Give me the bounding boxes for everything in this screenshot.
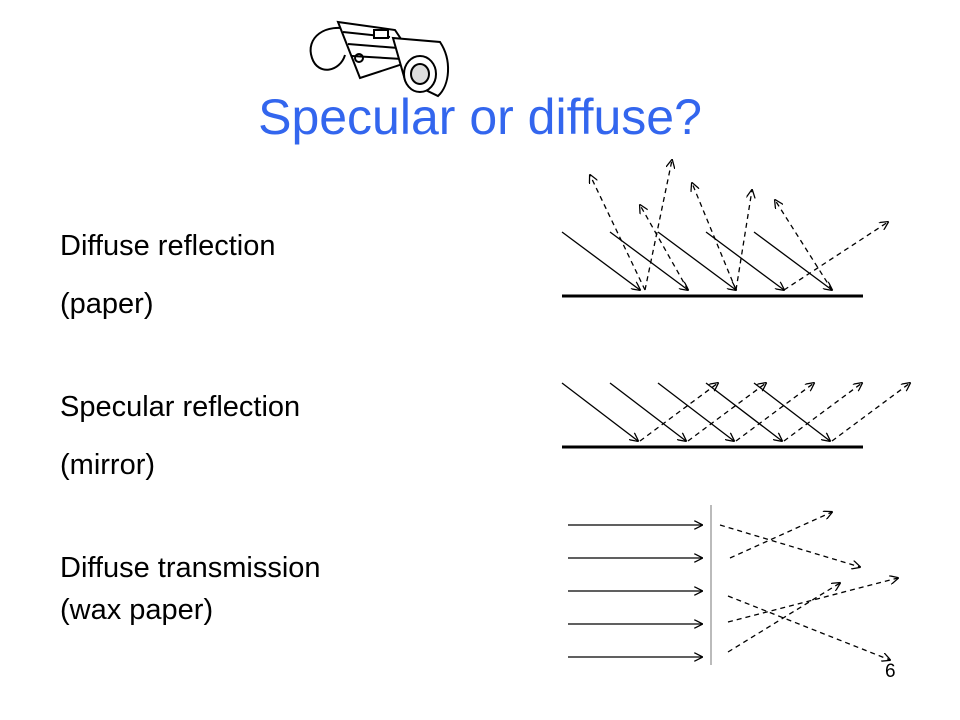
row-label-specular-reflection: Specular reflection bbox=[60, 391, 301, 423]
row-label-diffuse-transmission: Diffuse transmission bbox=[60, 552, 321, 584]
row-example-wax-paper: (wax paper) bbox=[60, 594, 214, 626]
diffuse-reflection-diagram bbox=[561, 160, 888, 298]
page-number: 6 bbox=[885, 661, 896, 682]
row-example-paper: (paper) bbox=[60, 288, 154, 320]
row-example-mirror: (mirror) bbox=[60, 449, 156, 481]
row-label-diffuse-reflection: Diffuse reflection bbox=[60, 230, 276, 262]
diffuse-transmission-diagram bbox=[568, 505, 898, 665]
page-title: Specular or diffuse? bbox=[258, 89, 702, 145]
specular-reflection-diagram bbox=[561, 383, 910, 449]
